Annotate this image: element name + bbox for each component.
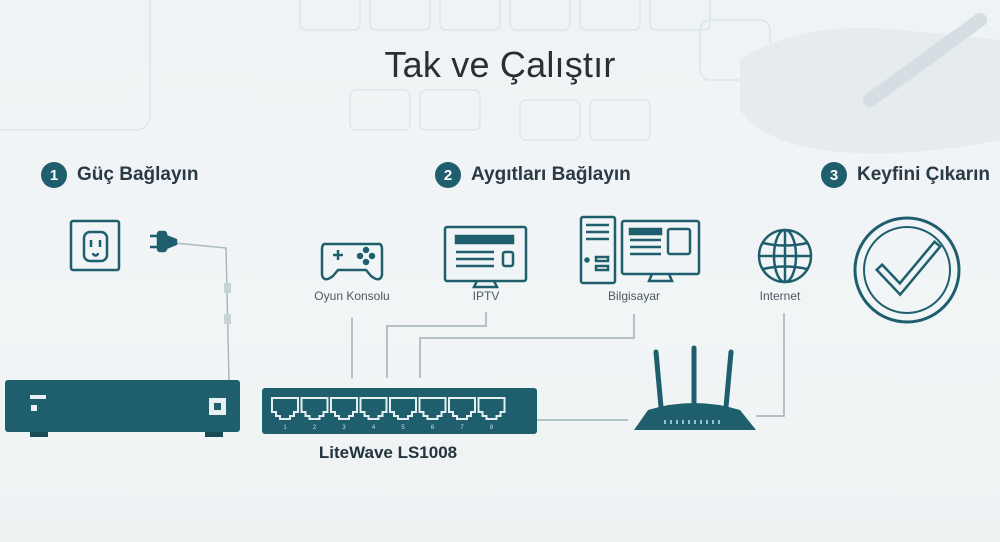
- check-circle-icon: [853, 216, 961, 324]
- port-number: 1: [283, 425, 287, 431]
- step-3: 3 Keyfini Çıkarın: [821, 162, 990, 188]
- switch-port: [418, 397, 447, 420]
- gamepad-icon: [320, 242, 384, 281]
- switch-port: [389, 397, 417, 420]
- cable-clip: [224, 314, 231, 324]
- page-title: Tak ve Çalıştır: [384, 44, 616, 85]
- connection-lines: [174, 242, 785, 421]
- switch-port: [271, 397, 299, 420]
- step-1-number: 1: [41, 162, 67, 188]
- router-leds: [664, 420, 720, 424]
- desktop-computer-icon: [579, 215, 701, 285]
- port-number: 5: [401, 425, 405, 431]
- step-2-number: 2: [435, 162, 461, 188]
- switch-port: [300, 397, 329, 420]
- switch-port: [330, 397, 358, 420]
- device-label-internet: Internet: [759, 289, 801, 303]
- globe-icon: [757, 228, 813, 284]
- port-number: 3: [342, 425, 346, 431]
- step-1-label: Güç Bağlayın: [77, 164, 199, 185]
- port-number: 4: [372, 425, 376, 431]
- step-2-label: Aygıtları Bağlayın: [471, 164, 631, 185]
- power-unit-device: [5, 380, 240, 437]
- tv-monitor-icon: [443, 225, 528, 289]
- device-label-console: Oyun Konsolu: [314, 289, 390, 303]
- switch-port: [477, 397, 506, 420]
- port-number: 6: [431, 425, 435, 431]
- port-number: 8: [490, 425, 494, 431]
- step-2: 2 Aygıtları Bağlayın: [435, 162, 631, 188]
- step-3-number: 3: [821, 162, 847, 188]
- device-label-iptv: IPTV: [472, 289, 500, 303]
- switch-port: [448, 397, 476, 420]
- switch-port: [359, 397, 388, 420]
- port-number: 7: [460, 425, 464, 431]
- product-name: LiteWave LS1008: [318, 443, 458, 462]
- device-label-computer: Bilgisayar: [607, 289, 661, 303]
- power-plug-icon: [150, 230, 178, 253]
- step-1: 1 Güç Bağlayın: [41, 162, 198, 188]
- port-number: 2: [313, 425, 317, 431]
- switch-device: 1 2 3 4 5 6 7 8: [262, 388, 537, 434]
- step-3-label: Keyfini Çıkarın: [857, 164, 991, 185]
- switch-ports: 1 2 3 4 5 6 7 8: [271, 397, 506, 431]
- cable-clip: [224, 283, 231, 293]
- outlet-icon: [69, 219, 121, 272]
- router-icon: [634, 345, 756, 430]
